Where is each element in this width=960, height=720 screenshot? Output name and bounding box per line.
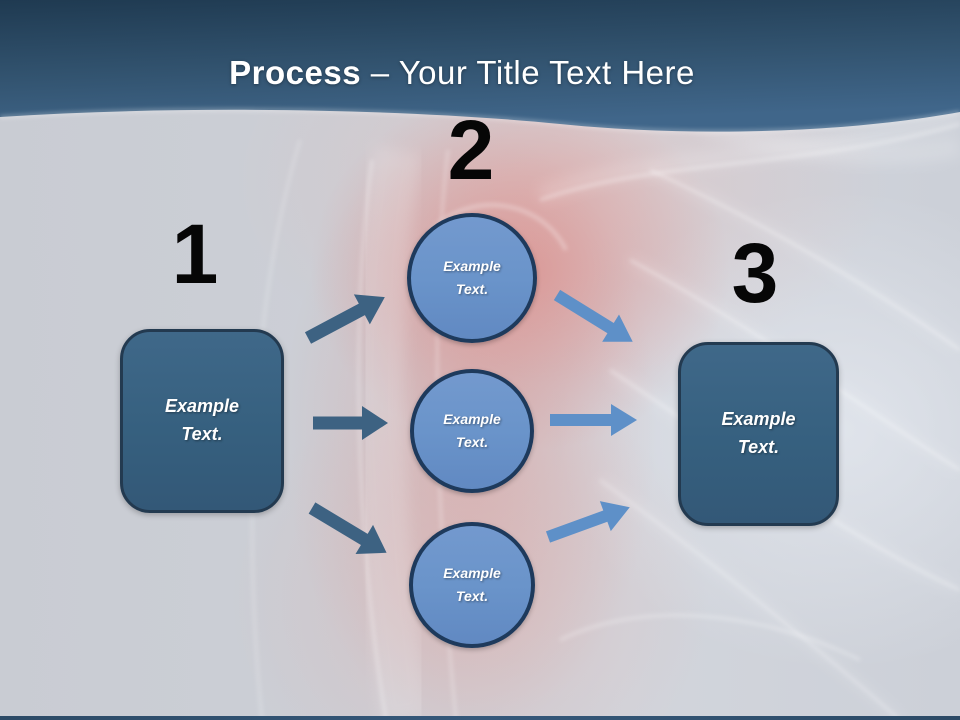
- header-wave-shape: [0, 0, 960, 132]
- process-circle-top-label: Example Text.: [443, 257, 501, 297]
- arrow-bottom-circle-to-right: [545, 501, 630, 543]
- step-number-1: 1: [171, 207, 219, 301]
- slide-title-bold: Process: [229, 54, 362, 91]
- header-edge-highlight: [0, 108, 960, 134]
- arrow-left-to-top-circle: [304, 294, 385, 344]
- process-box-right-label: Example Text.: [721, 409, 796, 457]
- process-box-right: Example Text.: [678, 342, 839, 526]
- process-circle-bottom: Example Text.: [409, 522, 535, 648]
- process-circle-bottom-label: Example Text.: [443, 564, 501, 604]
- process-circle-top: Example Text.: [407, 213, 537, 343]
- arrow-middle-circle-to-right: [550, 404, 637, 436]
- slide-title: Process – Your Title Text Here: [0, 54, 960, 92]
- arrow-left-to-middle-circle: [313, 406, 388, 440]
- title-banner: [0, 0, 960, 134]
- step-number-2: 2: [447, 103, 495, 197]
- footer-bar: [0, 716, 960, 720]
- process-box-left-label: Example Text.: [164, 396, 240, 444]
- process-box-left: Example Text.: [120, 329, 284, 513]
- arrow-left-to-bottom-circle: [308, 502, 387, 554]
- process-circle-middle-label: Example Text.: [443, 410, 501, 450]
- arrow-top-circle-to-right: [553, 289, 633, 342]
- slide-title-regular: – Your Title Text Here: [361, 54, 695, 91]
- step-number-3: 3: [731, 226, 779, 320]
- process-circle-middle: Example Text.: [410, 369, 534, 493]
